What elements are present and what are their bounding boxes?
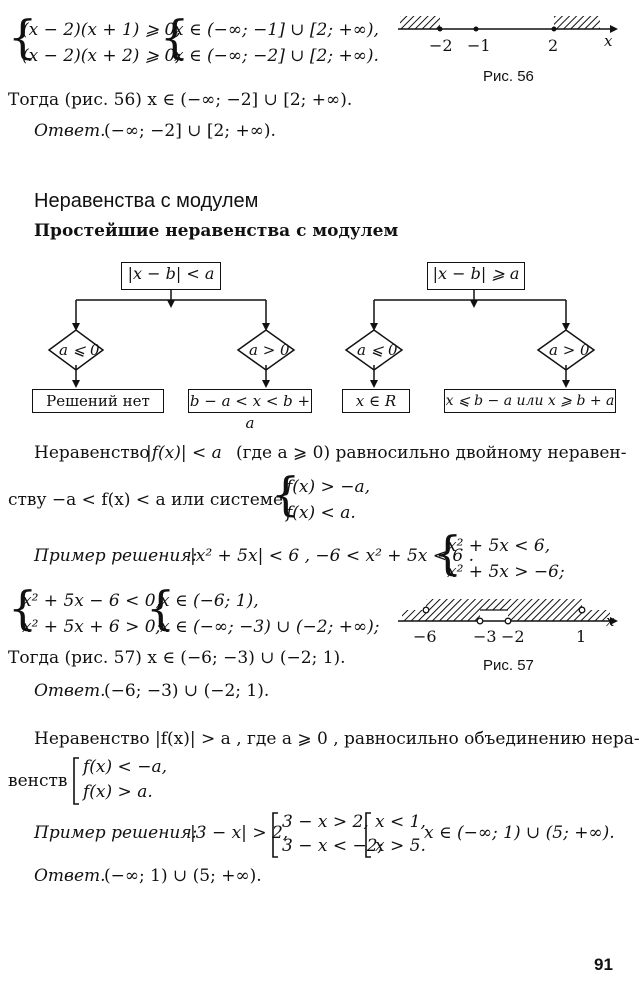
para-text: Неравенство xyxy=(34,443,150,463)
system-line: (x − 2)(x + 2) ⩾ 0; xyxy=(22,46,182,66)
para-text: (где a ⩾ 0) равносильно двойному неравен… xyxy=(236,443,627,463)
answer-value: (−6; −3) ∪ (−2; 1). xyxy=(104,681,270,701)
system-line: x ∈ (−∞; −3) ∪ (−2; +∞); xyxy=(160,617,380,637)
system-brace: { xyxy=(8,581,38,635)
tick-label: −2 xyxy=(429,36,453,55)
flow-right-top-box: |x − b| ⩾ a xyxy=(427,262,525,290)
system-brace: { xyxy=(160,10,190,64)
figure-caption: Рис. 57 xyxy=(483,657,534,674)
figure-caption: Рис. 56 xyxy=(483,68,534,85)
section-subtitle: Простейшие неравенства с модулем xyxy=(34,221,399,241)
system-line: x² + 5x − 6 < 0, xyxy=(22,591,161,611)
flow-right-result-box: x ⩽ b − a или x ⩾ b + a xyxy=(444,389,616,413)
set-line: 3 − x > 2, xyxy=(282,812,369,832)
tick-label: 1 xyxy=(576,627,587,646)
flow-right-condition: a ⩽ 0 xyxy=(357,341,398,359)
flow-left-result-box: b − a < x < b + a xyxy=(188,389,312,432)
tick-label: −2 xyxy=(501,627,525,646)
example-label: Пример решения: xyxy=(34,823,198,843)
union-bracket xyxy=(73,757,79,805)
system-line: x ∈ (−∞; −2] ∪ [2; +∞). xyxy=(174,46,379,66)
system-line: f(x) > −a, xyxy=(286,477,370,497)
answer-value: (−∞; −2] ∪ [2; +∞). xyxy=(104,121,276,141)
union-bracket xyxy=(365,812,371,858)
system-line: x ∈ (−6; 1), xyxy=(160,591,259,611)
tick-label: −3 xyxy=(473,627,497,646)
set-line: x > 5. xyxy=(375,836,426,856)
tick-label: −6 xyxy=(413,627,437,646)
para-text: ству −a < f(x) < a или системе xyxy=(8,490,284,510)
flow-left-top-box: |x − b| < a xyxy=(121,262,221,290)
system-line: x² + 5x < 6, xyxy=(447,536,551,556)
section-title: Неравенства с модулем xyxy=(34,190,259,212)
figure-56-number-line xyxy=(398,16,618,33)
flow-left-condition: a ⩽ 0 xyxy=(59,341,100,359)
system-brace: { xyxy=(271,467,301,521)
tick-label: −1 xyxy=(467,36,491,55)
set-line: 3 − x < −2; xyxy=(282,836,384,856)
system-line: (x − 2)(x + 1) ⩾ 0, xyxy=(22,20,181,40)
system-brace: { xyxy=(8,10,38,64)
example-formula: |x² + 5x| < 6 , −6 < x² + 5x < 6 . xyxy=(190,546,475,566)
flow-left-result-box: Решений нет xyxy=(32,389,164,413)
flow-right-condition: a > 0 xyxy=(549,341,590,359)
answer-label: Ответ. xyxy=(34,681,106,701)
axis-label: x xyxy=(604,32,613,50)
set-line: f(x) > a. xyxy=(83,782,153,802)
flowchart-connectors xyxy=(47,290,596,388)
flow-right-result-box: x ∈ R xyxy=(342,389,410,413)
set-line: f(x) < −a, xyxy=(83,757,167,777)
answer-label: Ответ. xyxy=(34,866,106,886)
set-line: x < 1, xyxy=(375,812,426,832)
axis-label: x xyxy=(606,612,615,630)
system-line: f(x) < a. xyxy=(286,503,356,523)
answer-label: Ответ. xyxy=(34,121,106,141)
page-number: 91 xyxy=(594,955,613,974)
system-line: x ∈ (−∞; −1] ∪ [2; +∞), xyxy=(174,20,379,40)
then-text: Тогда (рис. 57) x ∈ (−6; −3) ∪ (−2; 1). xyxy=(8,648,346,668)
tick-label: 2 xyxy=(548,36,559,55)
flow-left-condition: a > 0 xyxy=(249,341,290,359)
figure-57-number-line xyxy=(398,599,618,625)
system-brace: { xyxy=(433,526,463,580)
para-text: венств xyxy=(8,771,68,791)
para-formula: |f(x)| < a xyxy=(146,443,222,463)
system-line: x² + 5x > −6; xyxy=(447,562,565,582)
answer-value: (−∞; 1) ∪ (5; +∞). xyxy=(104,866,262,886)
union-bracket xyxy=(272,812,278,858)
para-text: Неравенство |f(x)| > a , где a ⩾ 0 , рав… xyxy=(34,729,640,749)
example-label: Пример решения: xyxy=(34,546,198,566)
system-brace: { xyxy=(146,581,176,635)
example-result: x ∈ (−∞; 1) ∪ (5; +∞). xyxy=(424,823,615,843)
then-text: Тогда (рис. 56) x ∈ (−∞; −2] ∪ [2; +∞). xyxy=(8,90,353,110)
example-formula: |3 − x| > 2, xyxy=(190,823,289,843)
system-line: x² + 5x + 6 > 0; xyxy=(22,617,162,637)
